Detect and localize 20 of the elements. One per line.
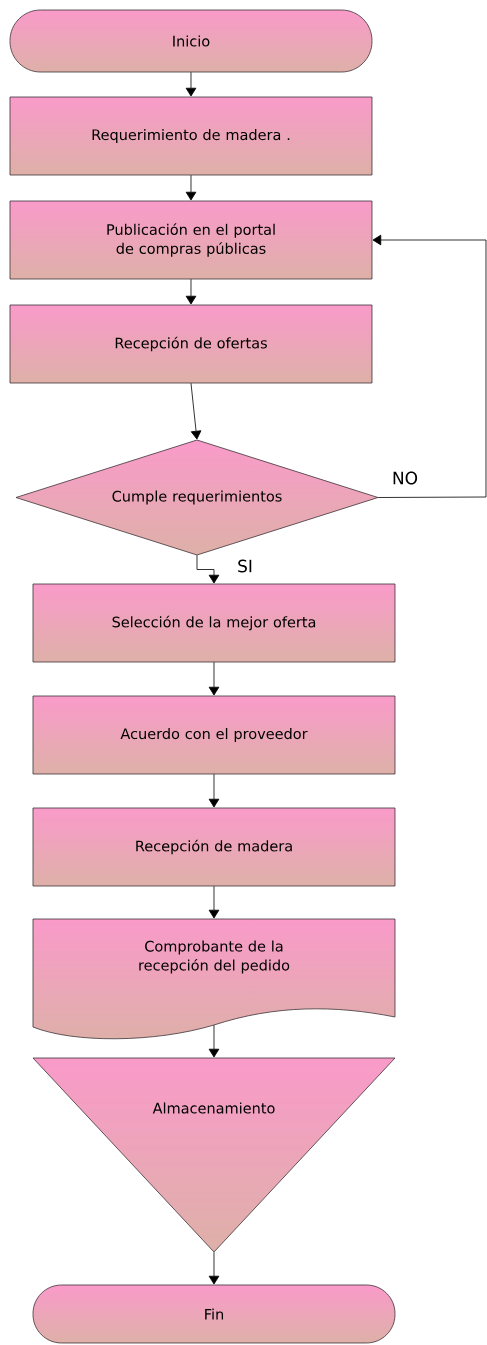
arrow: [208, 661, 220, 696]
process-box: Selección de la mejor oferta: [32, 583, 396, 663]
arrow: [190, 382, 202, 440]
process-box: Acuerdo con el proveedor: [32, 695, 396, 775]
arrow: [185, 174, 197, 201]
arrow: [208, 773, 220, 808]
arrow: [208, 885, 220, 919]
edge-label: SI: [236, 558, 254, 574]
process-box: Publicación en el portal de compras públicas: [9, 200, 373, 280]
arrow: [196, 554, 220, 584]
arrow: [208, 1251, 220, 1285]
process-box: Recepción de madera: [32, 807, 396, 887]
arrow: [208, 1024, 220, 1058]
storage-triangle: Almacenamiento: [32, 1057, 396, 1253]
arrow: [185, 71, 197, 97]
process-box: Recepción de ofertas: [9, 304, 373, 384]
process-box: Requerimiento de madera .: [9, 96, 373, 176]
arrow: [372, 234, 487, 498]
edge-label: NO: [390, 470, 420, 486]
arrow: [185, 278, 197, 305]
